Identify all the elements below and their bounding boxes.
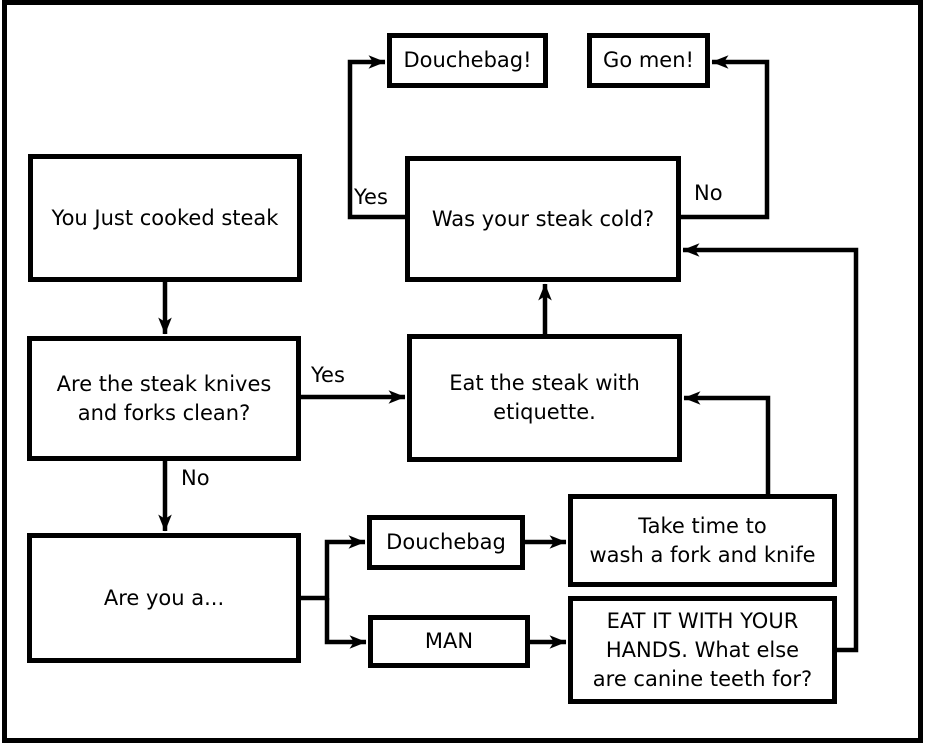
node-are-you-a: Are you a...: [27, 533, 301, 663]
node-was-cold: Was your steak cold?: [405, 156, 681, 282]
node-are-you-a-label: Are you a...: [103, 585, 225, 610]
edge-areyou-to-man-option-arrow: [324, 598, 367, 649]
node-eat-hands: EAT IT WITH YOUR HANDS. What else are ca…: [568, 596, 837, 704]
edge-taketime-to-etiquette-arrow: [683, 391, 771, 496]
node-man-option-label: MAN: [424, 629, 474, 653]
edge-wascold-yes-to-douchebag-arrow: [347, 55, 407, 220]
edge-label-knives-no: No: [181, 466, 210, 490]
node-douchebag-result-label: Douchebag!: [403, 48, 532, 72]
edge-label-was-cold-no: No: [694, 181, 723, 205]
edge-label-was-cold-yes: Yes: [354, 185, 388, 209]
node-start-label: You Just cooked steak: [51, 205, 279, 230]
node-eat-hands-label: EAT IT WITH YOUR HANDS. What else are ca…: [592, 608, 813, 691]
node-douchebag-result: Douchebag!: [387, 33, 548, 88]
edge-label-knives-yes: Yes: [311, 363, 345, 387]
node-douchebag-option: Douchebag: [367, 515, 525, 570]
edge-areyou-to-douchebag-option-arrow: [299, 535, 366, 601]
edge-eathands-to-wascold-arrow: [682, 243, 859, 653]
node-douchebag-option-label: Douchebag: [386, 530, 506, 554]
node-man-option: MAN: [368, 615, 530, 668]
node-was-cold-label: Was your steak cold?: [431, 206, 655, 231]
node-go-men: Go men!: [587, 33, 710, 88]
node-knives-clean-label: Are the steak knives and forks clean?: [56, 371, 272, 425]
node-start: You Just cooked steak: [28, 154, 302, 282]
node-take-time: Take time to wash a fork and knife: [568, 494, 837, 587]
node-eat-etiquette-label: Eat the steak with etiquette.: [449, 371, 640, 424]
node-go-men-label: Go men!: [603, 48, 694, 72]
node-knives-clean: Are the steak knives and forks clean?: [27, 336, 301, 461]
node-take-time-label: Take time to wash a fork and knife: [589, 513, 816, 567]
edge-wascold-no-to-gomen-arrow: [679, 55, 770, 220]
node-eat-etiquette: Eat the steak with etiquette.: [407, 334, 682, 462]
